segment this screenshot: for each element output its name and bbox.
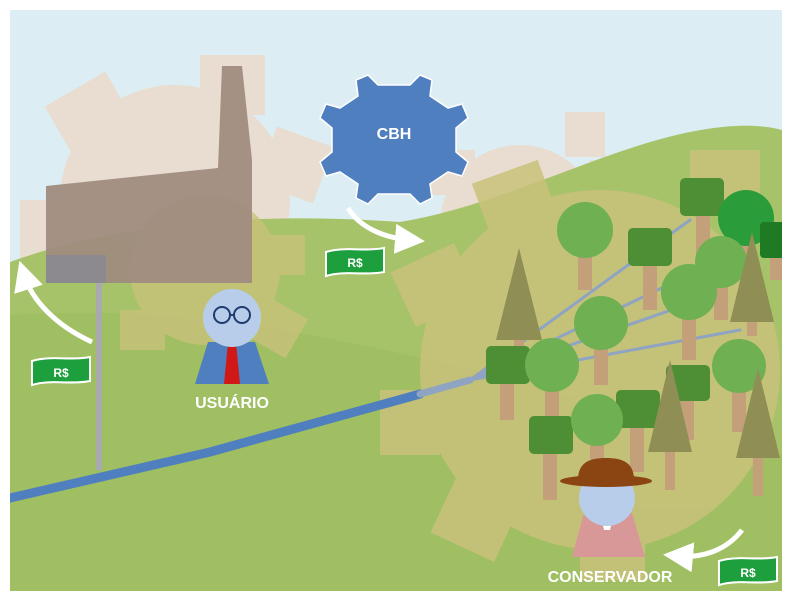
tree-icon xyxy=(648,360,692,490)
money-icon: R$ xyxy=(718,555,778,587)
tree-icon xyxy=(712,339,766,432)
tree-icon xyxy=(529,416,573,500)
conservador-label: CONSERVADOR xyxy=(548,569,673,586)
tree-icon xyxy=(730,232,774,336)
money-label-cbh: R$ xyxy=(347,256,363,270)
money-label-factory: R$ xyxy=(53,366,69,380)
tree-icon xyxy=(525,338,579,428)
money-icon: R$ xyxy=(31,355,91,387)
arrow-cbh-to-forest-icon xyxy=(345,206,425,254)
tree-icon xyxy=(760,222,782,280)
tree-icon xyxy=(661,264,717,360)
cbh-label: CBH xyxy=(377,126,412,143)
conservador-person-icon xyxy=(560,458,652,557)
cbh-gear-icon xyxy=(319,74,469,205)
tree-icon xyxy=(486,346,530,420)
tree-icon xyxy=(571,394,623,470)
forest xyxy=(486,178,782,500)
arrow-to-factory-icon xyxy=(14,260,94,345)
money-label-conservador: R$ xyxy=(740,566,756,580)
tree-icon xyxy=(616,390,660,472)
tree-icon xyxy=(628,228,672,310)
usuario-person-icon xyxy=(195,289,269,384)
arrow-to-conservador-icon xyxy=(663,528,744,573)
tree-icon xyxy=(736,368,780,496)
tree-icon xyxy=(557,202,613,290)
factory-icon xyxy=(46,66,252,470)
usuario-label: USUÁRIO xyxy=(195,393,269,412)
money-icon: R$ xyxy=(325,246,385,278)
tree-icon xyxy=(574,296,628,385)
